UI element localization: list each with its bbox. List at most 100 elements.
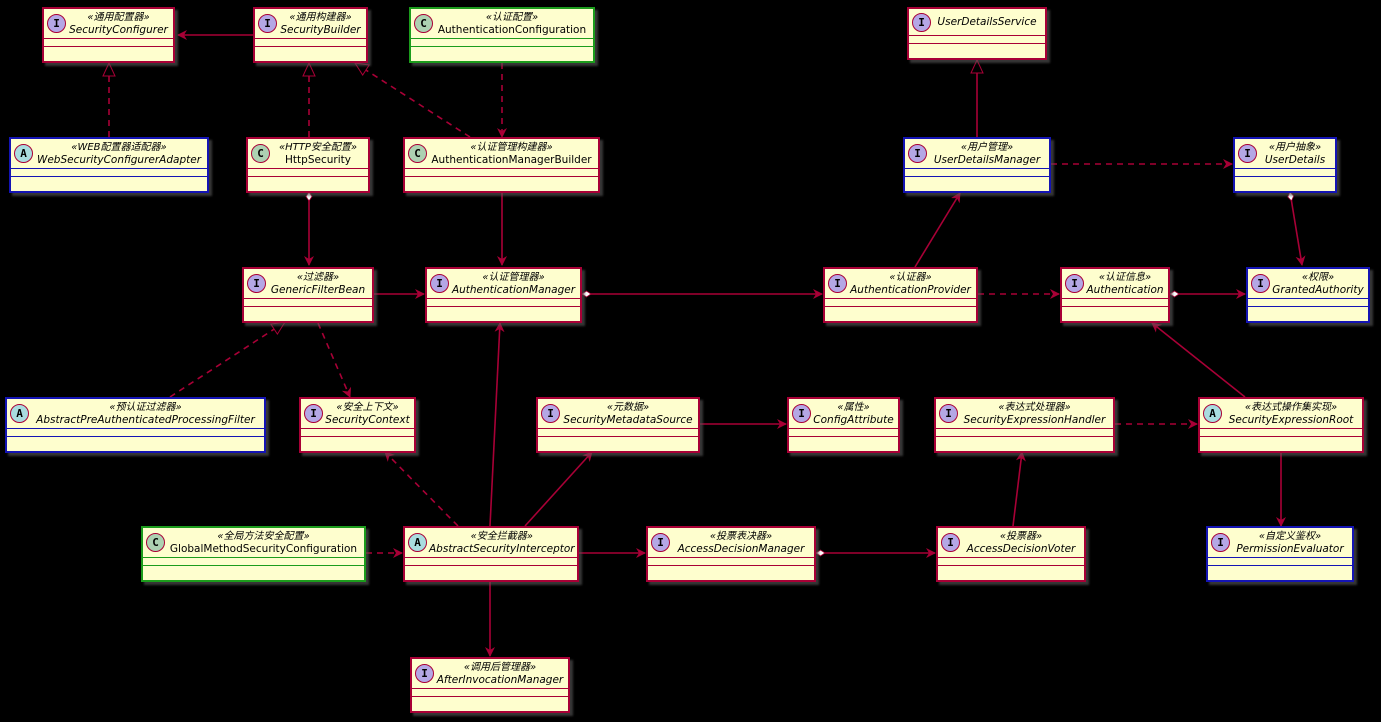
class-name: ConfigAttribute <box>813 413 894 426</box>
fields-compartment <box>248 168 368 176</box>
fields-compartment <box>938 557 1084 565</box>
class-security-expression-root[interactable]: A «表达式操作集实现»SecurityExpressionRoot <box>1198 397 1364 453</box>
interface-badge-icon: I <box>1065 274 1084 293</box>
methods-compartment <box>1235 176 1335 184</box>
fields-compartment <box>905 168 1049 176</box>
class-user-details-service[interactable]: I UserDetailsService <box>907 7 1047 60</box>
class-name: GenericFilterBean <box>270 283 366 296</box>
class-name: SecurityMetadataSource <box>563 413 693 426</box>
class-authentication-manager[interactable]: I «认证管理器»AuthenticationManager <box>425 267 582 323</box>
edge-filter-to-context <box>317 322 352 398</box>
stereotype-label: «属性» <box>837 401 870 413</box>
class-global-method-security-configuration[interactable]: C «全局方法安全配置»GlobalMethodSecurityConfigur… <box>141 526 366 582</box>
interface-badge-icon: I <box>1211 533 1230 552</box>
edge-voter-to-handler <box>1012 451 1026 527</box>
interface-badge-icon: I <box>415 664 434 683</box>
class-granted-authority[interactable]: I «权限»GrantedAuthority <box>1246 267 1370 323</box>
class-name: PermissionEvaluator <box>1236 542 1344 555</box>
class-authentication-provider[interactable]: I «认证器»AuthenticationProvider <box>823 267 978 323</box>
class-http-security[interactable]: C «HTTP安全配置»HttpSecurity <box>246 137 370 193</box>
fields-compartment <box>301 428 414 436</box>
methods-compartment <box>905 176 1049 184</box>
methods-compartment <box>1248 306 1368 314</box>
edge-provider-to-udm <box>914 192 961 268</box>
class-security-context[interactable]: I «安全上下文»SecurityContext <box>299 397 416 453</box>
methods-compartment <box>7 436 264 444</box>
class-config-attribute[interactable]: I «属性»ConfigAttribute <box>787 397 900 453</box>
stereotype-label: «表达式处理器» <box>998 401 1071 413</box>
fields-compartment <box>405 557 577 565</box>
stereotype-label: «认证信息» <box>1098 271 1152 283</box>
class-abstract-pre-authenticated-processing-filter[interactable]: A «预认证过滤器»AbstractPreAuthenticatedProces… <box>5 397 266 453</box>
class-name: AuthenticationManager <box>451 283 576 296</box>
fields-compartment <box>44 38 173 46</box>
class-name: AbstractSecurityInterceptor <box>429 542 575 555</box>
edge-userdetails-grantedauthority <box>1287 191 1306 266</box>
fields-compartment <box>255 38 366 46</box>
methods-compartment <box>143 565 364 573</box>
stereotype-label: «认证器» <box>889 271 932 283</box>
stereotype-label: «安全拦截器» <box>470 530 533 542</box>
fields-compartment <box>1200 428 1362 436</box>
class-name: UserDetailsService <box>937 15 1037 28</box>
class-security-metadata-source[interactable]: I «元数据»SecurityMetadataSource <box>536 397 700 453</box>
class-authentication[interactable]: I «认证信息»Authentication <box>1060 267 1170 323</box>
class-security-expression-handler[interactable]: I «表达式处理器»SecurityExpressionHandler <box>934 397 1115 453</box>
class-name: HttpSecurity <box>285 153 351 166</box>
methods-compartment <box>405 565 577 573</box>
class-web-security-configurer-adapter[interactable]: A «WEB配置器适配器»WebSecurityConfigurerAdapte… <box>9 137 209 193</box>
class-name: GlobalMethodSecurityConfiguration <box>169 542 358 555</box>
class-access-decision-manager[interactable]: I «投票表决器»AccessDecisionManager <box>646 526 816 582</box>
stereotype-label: «全局方法安全配置» <box>217 530 310 542</box>
stereotype-label: «认证管理器» <box>482 271 545 283</box>
class-authentication-configuration[interactable]: C «认证配置»AuthenticationConfiguration <box>409 7 595 63</box>
edge-amb-realizes-builder <box>353 62 471 138</box>
class-badge-icon: C <box>414 14 433 33</box>
class-after-invocation-manager[interactable]: I «调用后管理器»AfterInvocationManager <box>410 657 570 713</box>
class-generic-filter-bean[interactable]: I «过滤器»GenericFilterBean <box>242 267 374 323</box>
stereotype-label: «通用配置器» <box>87 11 150 23</box>
methods-compartment <box>936 436 1113 444</box>
class-name: SecurityContext <box>325 413 410 426</box>
stereotype-label: «预认证过滤器» <box>109 401 182 413</box>
fields-compartment <box>1208 557 1352 565</box>
stereotype-label: «认证管理构建器» <box>470 141 553 153</box>
interface-badge-icon: I <box>908 144 927 163</box>
stereotype-label: «自定义鉴权» <box>1258 530 1322 542</box>
methods-compartment <box>789 436 898 444</box>
class-authentication-manager-builder[interactable]: C «认证管理构建器»AuthenticationManagerBuilder <box>403 137 600 193</box>
interface-badge-icon: I <box>1251 274 1270 293</box>
class-name: WebSecurityConfigurerAdapter <box>36 153 202 166</box>
class-security-builder[interactable]: I «通用构建器»SecurityBuilder <box>253 7 368 63</box>
methods-compartment <box>248 176 368 184</box>
methods-compartment <box>244 306 372 314</box>
fields-compartment <box>936 428 1113 436</box>
methods-compartment <box>11 176 207 184</box>
methods-compartment <box>648 565 814 573</box>
class-abstract-security-interceptor[interactable]: A «安全拦截器»AbstractSecurityInterceptor <box>403 526 579 582</box>
class-user-details[interactable]: I «用户抽象»UserDetails <box>1233 137 1337 193</box>
class-name: AuthenticationManagerBuilder <box>431 153 592 166</box>
fields-compartment <box>244 298 372 306</box>
class-name: AbstractPreAuthenticatedProcessingFilter <box>36 413 255 426</box>
fields-compartment <box>405 168 598 176</box>
methods-compartment <box>255 46 366 54</box>
class-name: SecurityBuilder <box>280 23 361 36</box>
stereotype-label: «投票器» <box>999 530 1043 542</box>
interface-badge-icon: I <box>47 14 66 33</box>
stereotype-label: «投票表决器» <box>709 530 773 542</box>
class-permission-evaluator[interactable]: I «自定义鉴权»PermissionEvaluator <box>1206 526 1354 582</box>
class-name: UserDetailsManager <box>933 153 1041 166</box>
class-name: AuthenticationConfiguration <box>437 23 587 36</box>
class-name: AuthenticationProvider <box>850 283 971 296</box>
interface-badge-icon: I <box>247 274 266 293</box>
class-access-decision-voter[interactable]: I «投票器»AccessDecisionVoter <box>936 526 1086 582</box>
stereotype-label: «权限» <box>1301 271 1335 283</box>
interface-badge-icon: I <box>792 404 811 423</box>
class-user-details-manager[interactable]: I «用户管理»UserDetailsManager <box>903 137 1051 193</box>
interface-badge-icon: I <box>828 274 847 293</box>
interface-badge-icon: I <box>304 404 323 423</box>
fields-compartment <box>648 557 814 565</box>
class-security-configurer[interactable]: I «通用配置器»SecurityConfigurer <box>42 7 175 63</box>
methods-compartment <box>301 436 414 444</box>
